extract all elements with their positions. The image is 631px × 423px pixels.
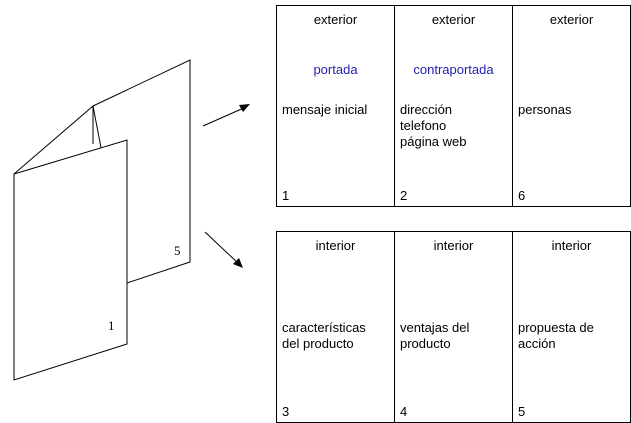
- exterior-cell-subtitle: portada: [313, 62, 358, 77]
- exterior-cell-1: exterior portada mensaje inicial 1: [276, 5, 395, 207]
- exterior-cell-number: 6: [518, 188, 526, 203]
- exterior-cell-body: mensaje inicial: [282, 102, 368, 117]
- exterior-cell-header: exterior: [549, 12, 594, 27]
- interior-cell-number: 4: [400, 404, 408, 419]
- interior-cell-header: interior: [315, 238, 356, 253]
- exterior-cell-subtitle: contraportada: [413, 62, 494, 77]
- exterior-cell-number: 1: [282, 188, 290, 203]
- exterior-panel-table: exterior portada mensaje inicial 1 exter…: [276, 5, 631, 207]
- exterior-cell-header: exterior: [431, 12, 476, 27]
- interior-cell-number: 3: [282, 404, 290, 419]
- arrow-to-exterior-head: [239, 104, 250, 112]
- exterior-cell-body: personas: [518, 102, 572, 117]
- arrow-to-interior: [204, 231, 240, 265]
- booklet-fold-line: [13, 105, 94, 175]
- arrow-to-interior-head: [233, 258, 243, 268]
- booklet-front-page-number: 1: [108, 318, 115, 333]
- arrow-to-exterior: [202, 106, 247, 127]
- exterior-cell-number: 2: [400, 188, 408, 203]
- interior-cell-number: 5: [518, 404, 526, 419]
- interior-cell-header: interior: [433, 238, 474, 253]
- exterior-cell-header: exterior: [313, 12, 358, 27]
- interior-cell-header: interior: [551, 238, 592, 253]
- booklet-back-page-number: 5: [174, 243, 181, 258]
- exterior-cell-6: exterior personas 6: [512, 5, 631, 207]
- booklet-front-panel: [13, 139, 128, 381]
